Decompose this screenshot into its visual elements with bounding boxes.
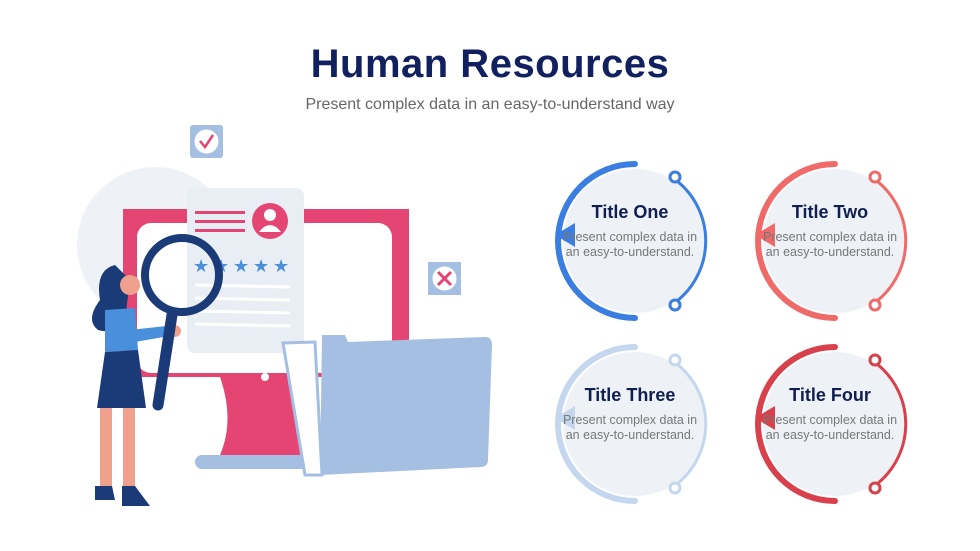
card-title-four: Title Four Present complex data in an ea…	[735, 338, 925, 508]
svg-text:★: ★	[273, 256, 289, 276]
svg-text:★: ★	[193, 256, 209, 276]
card-title-two: Title Two Present complex data in an eas…	[735, 155, 925, 325]
folder-icon	[281, 335, 492, 477]
svg-text:★: ★	[233, 256, 249, 276]
page-title: Human Resources	[310, 42, 670, 86]
card-text: Present complex data in an easy-to-under…	[562, 230, 698, 259]
close-icon	[428, 262, 461, 295]
card-text: Present complex data in an easy-to-under…	[762, 413, 898, 442]
card-title: Title Two	[791, 202, 869, 222]
woman-figure	[91, 265, 181, 506]
resume-document: ★★★★★	[187, 188, 304, 353]
user-icon	[252, 203, 288, 239]
page-subtitle: Present complex data in an easy-to-under…	[305, 96, 675, 113]
hr-illustration: ★★★★★	[77, 125, 492, 506]
card-title: Title One	[591, 202, 669, 222]
svg-text:★: ★	[253, 256, 269, 276]
card-ring	[555, 161, 708, 321]
magnifier-icon	[141, 234, 223, 411]
card-text: Present complex data in an easy-to-under…	[762, 230, 898, 259]
card-title-three: Title Three Present complex data in an e…	[535, 338, 725, 508]
card-text: Present complex data in an easy-to-under…	[562, 413, 698, 442]
card-title-one: Title One Present complex data in an eas…	[535, 155, 725, 325]
star-icon: ★★★★★	[193, 256, 289, 276]
card-ring	[555, 344, 708, 504]
card-title: Title Four	[789, 385, 871, 405]
card-title: Title Three	[584, 385, 676, 405]
card-ring	[755, 344, 908, 504]
check-icon	[190, 125, 223, 158]
card-ring	[755, 161, 908, 321]
